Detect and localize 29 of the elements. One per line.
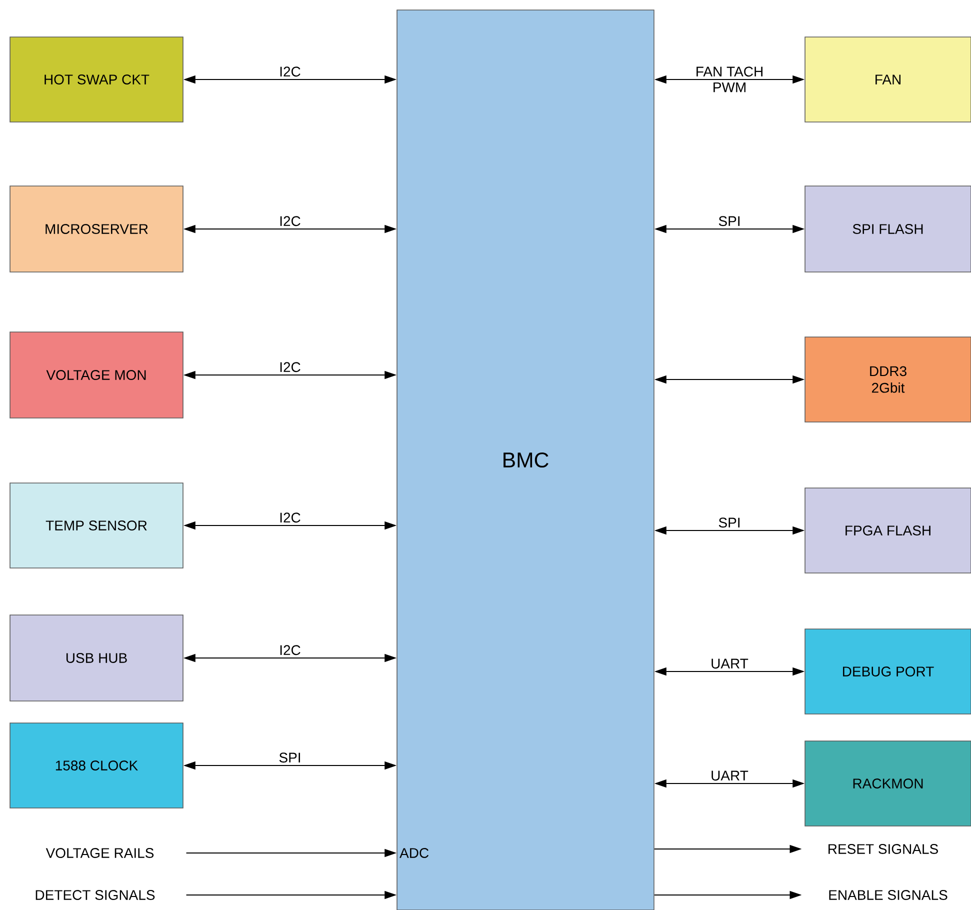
edge-label: I2C bbox=[280, 512, 300, 523]
edge-label: UART bbox=[712, 770, 748, 781]
edge-label: I2C bbox=[280, 362, 300, 372]
edge-label: SPI bbox=[279, 752, 300, 763]
component-box: RACKMON bbox=[804, 740, 971, 826]
component-box: DEBUG PORT bbox=[804, 628, 971, 714]
edge-label: I2C bbox=[280, 216, 300, 226]
component-box: MICROSERVER bbox=[10, 186, 184, 272]
port-label: ADC bbox=[400, 848, 429, 858]
signal-label: RESET SIGNALS bbox=[828, 844, 938, 854]
component-box: FAN bbox=[804, 36, 971, 122]
edge-label: SPI bbox=[718, 216, 740, 226]
edge-label: SPI bbox=[718, 518, 740, 528]
signal-label: ENABLE SIGNALS bbox=[829, 890, 948, 900]
signal-label: PWM bbox=[714, 82, 746, 92]
component-box: 1588 CLOCK bbox=[10, 722, 184, 808]
edge-label: I2C bbox=[280, 645, 300, 656]
component-box: TEMP SENSOR bbox=[10, 482, 184, 568]
component-box: SPI FLASH bbox=[804, 186, 971, 272]
component-box: VOLTAGE MON bbox=[10, 332, 184, 418]
edge-label: UART bbox=[712, 658, 748, 669]
signal-label: VOLTAGE RAILS bbox=[46, 848, 154, 858]
component-box: HOT SWAP CKT bbox=[10, 36, 184, 122]
component-box: FPGA FLASH bbox=[804, 488, 971, 574]
component-box: DDR3 2Gbit bbox=[804, 336, 971, 422]
edge-label: FAN TACH bbox=[696, 66, 762, 77]
edge-label: I2C bbox=[280, 66, 300, 77]
signal-label: DETECT SIGNALS bbox=[36, 890, 155, 900]
component-box: USB HUB bbox=[10, 614, 184, 702]
